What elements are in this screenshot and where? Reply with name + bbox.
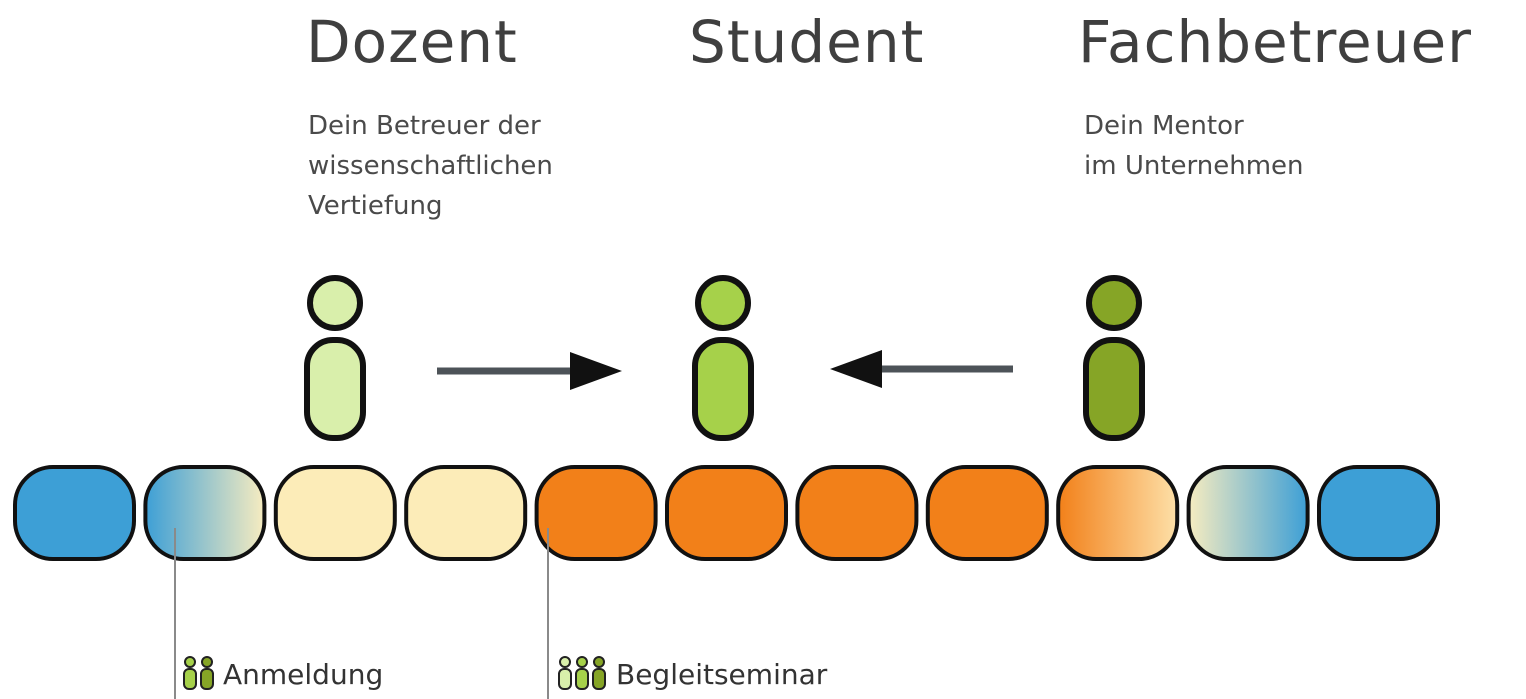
marker-label: Anmeldung: [223, 658, 384, 691]
marker-label: Begleitseminar: [616, 658, 828, 691]
timeline-segment: [404, 465, 528, 561]
three-people-icon: [558, 656, 606, 690]
arrow-left-icon: [830, 350, 1013, 388]
description-dozent-line: Vertiefung: [308, 191, 443, 221]
timeline-segment: [13, 465, 136, 561]
description-dozent: Dein Betreuer der wissenschaftlichen Ver…: [308, 106, 553, 226]
marker-begleitseminar: Begleitseminar: [556, 655, 827, 695]
title-fachbetreuer: Fachbetreuer: [1078, 8, 1473, 76]
timeline-segment: [273, 465, 397, 561]
timeline-segment: [1317, 465, 1440, 561]
arrow-right-icon: [437, 352, 622, 390]
timeline-segment: [143, 465, 267, 561]
two-people-icon: [183, 656, 214, 690]
description-fachbetreuer: Dein Mentor im Unternehmen: [1084, 106, 1304, 186]
person-student-icon: [692, 275, 754, 441]
timeline: [13, 465, 1440, 561]
description-fachbetreuer-line: Dein Mentor: [1084, 111, 1244, 141]
timeline-segment: [534, 465, 658, 561]
person-fachbetreuer-icon: [1083, 275, 1145, 441]
timeline-segment: [795, 465, 919, 561]
timeline-segment: [665, 465, 788, 561]
description-fachbetreuer-line: im Unternehmen: [1084, 151, 1304, 181]
description-dozent-line: Dein Betreuer der: [308, 111, 541, 141]
title-student: Student: [689, 8, 925, 76]
person-dozent-icon: [304, 275, 366, 441]
marker-anmeldung: Anmeldung: [181, 655, 383, 695]
title-dozent: Dozent: [306, 8, 518, 76]
timeline-segment: [925, 465, 1049, 561]
description-dozent-line: wissenschaftlichen: [308, 151, 553, 181]
timeline-segment: [1186, 465, 1310, 561]
timeline-segment: [1056, 465, 1180, 561]
